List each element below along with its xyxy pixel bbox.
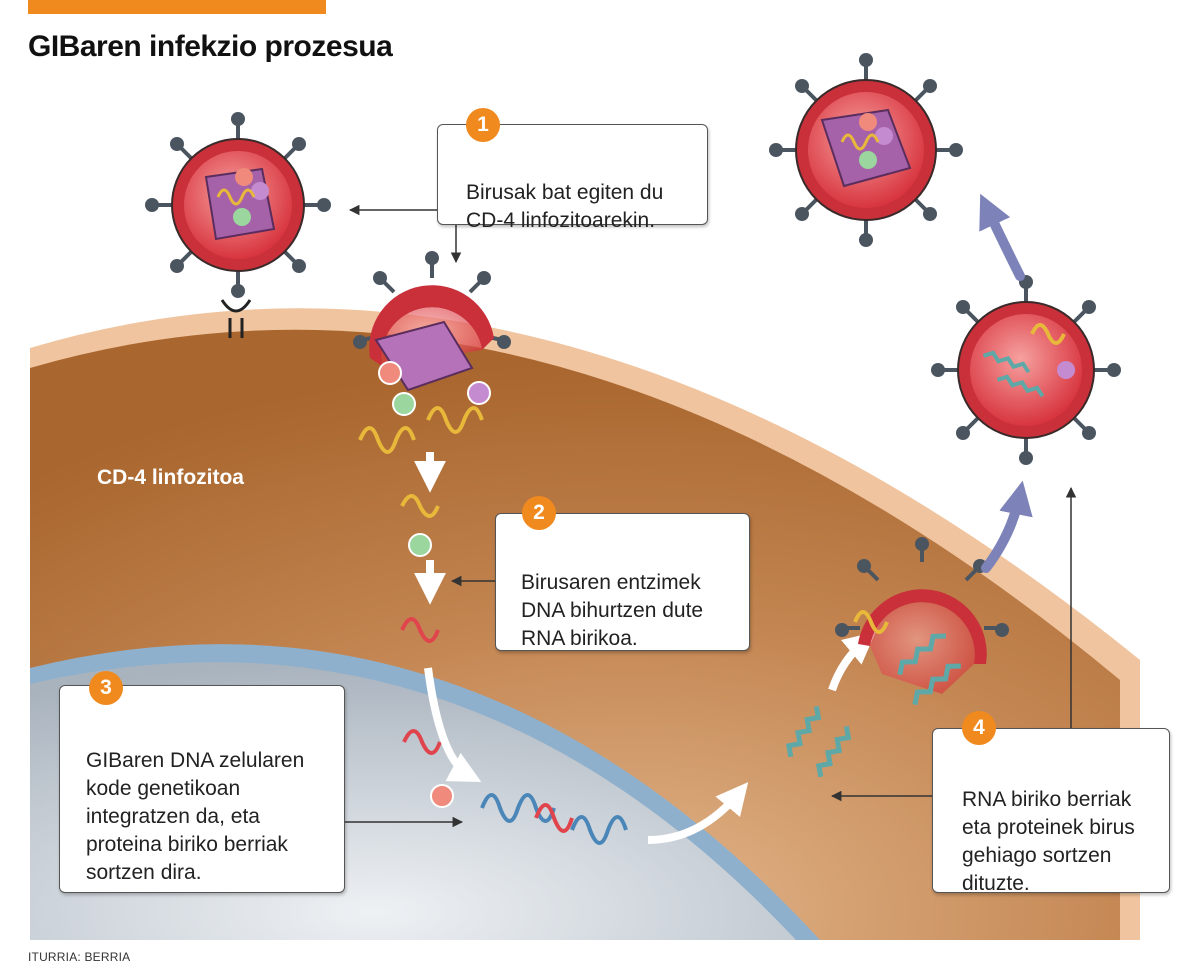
viral-enzymes	[378, 361, 491, 808]
cd4-receptor	[220, 299, 252, 338]
pointer-arrows	[345, 204, 1077, 828]
new-virus-icon	[931, 275, 1121, 465]
viral-rna-icon	[358, 406, 484, 518]
step-4-box: RNA biriko berriak eta proteinek birus g…	[932, 728, 1170, 895]
step-2-text: Birusaren entzimek DNA bihurtzen dute RN…	[521, 571, 704, 650]
step-1-badge: 1	[466, 108, 500, 142]
step-2-badge: 2	[522, 496, 556, 530]
virus-icon	[145, 112, 331, 298]
step-2-box: Birusaren entzimek DNA bihurtzen dute RN…	[495, 513, 750, 651]
assembled-rna	[853, 610, 961, 706]
step-1-text: Birusak bat egiten du CD-4 linfozitoarek…	[466, 181, 664, 232]
source-credit: ITURRIA: BERRIA	[28, 950, 131, 964]
accent-bar	[28, 0, 326, 14]
viral-dna-icon	[400, 617, 628, 845]
step-3-text: GIBaren DNA zelularen kode genetikoan in…	[86, 749, 305, 884]
step-3-badge: 3	[89, 671, 123, 705]
step-4-badge: 4	[962, 711, 996, 745]
step-3-box: GIBaren DNA zelularen kode genetikoan in…	[59, 685, 345, 893]
page-title: GIBaren infekzio prozesua	[28, 30, 393, 63]
new-rna-strands	[785, 705, 852, 778]
step-4-text: RNA biriko berriak eta proteinek birus g…	[962, 788, 1135, 895]
release-arrows	[979, 193, 1033, 573]
cell-label: CD-4 linfozitoa	[97, 466, 244, 489]
mature-virus-icon	[769, 53, 963, 247]
